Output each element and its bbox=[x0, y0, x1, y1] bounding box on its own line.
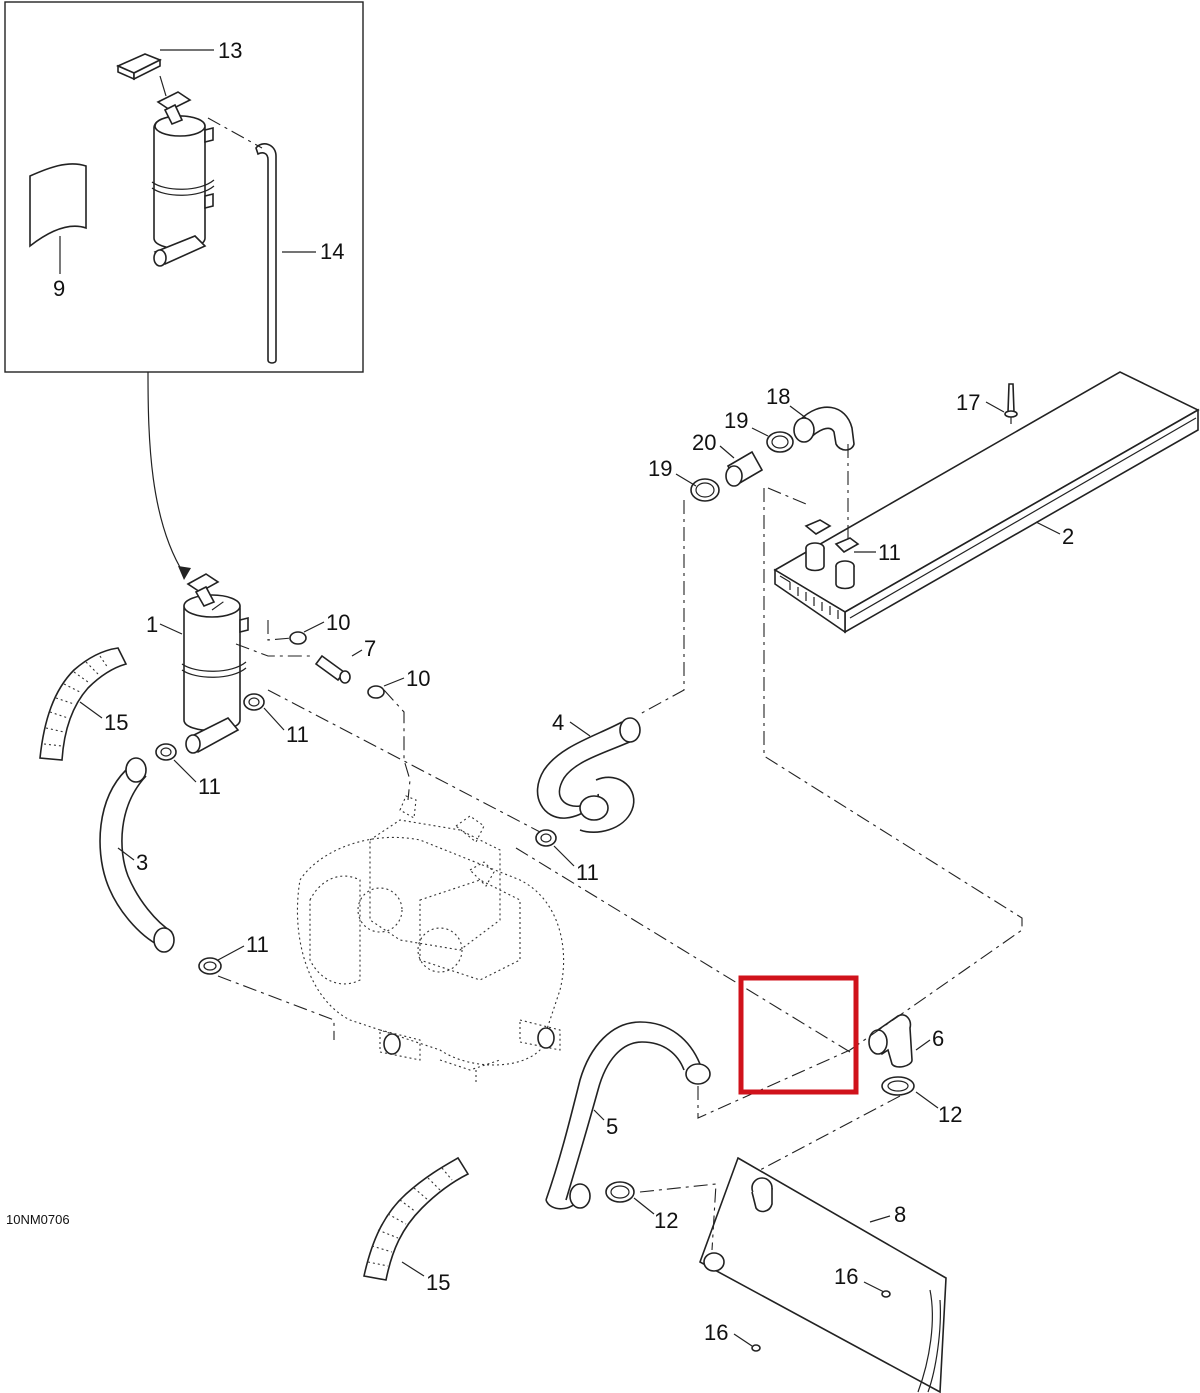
callout-10-upper: 10 bbox=[326, 610, 350, 635]
callout-11-e: 11 bbox=[878, 540, 901, 565]
callout-9: 9 bbox=[53, 276, 65, 301]
elbow-fitting-6-part bbox=[868, 1014, 913, 1068]
callout-3: 3 bbox=[136, 850, 148, 875]
drawing-reference-code: 10NM0706 bbox=[6, 1212, 70, 1227]
callout-5: 5 bbox=[606, 1114, 618, 1139]
callout-4: 4 bbox=[552, 710, 564, 735]
small-hose-7-part bbox=[314, 654, 351, 684]
rear-heat-exchanger-part bbox=[699, 1156, 947, 1393]
coupler-tube-part bbox=[725, 450, 764, 487]
hose-clamp-12-lower bbox=[605, 1181, 635, 1203]
hose-clamp-19-upper bbox=[766, 431, 794, 453]
heat-exchanger-part bbox=[773, 371, 1200, 634]
hose-clamp-11-d bbox=[535, 829, 557, 847]
callout-labels: 13 9 14 18 17 19 20 19 2 11 1 10 7 10 15… bbox=[6, 38, 1074, 1345]
callout-19-upper: 19 bbox=[724, 408, 748, 433]
callout-17: 17 bbox=[956, 390, 980, 415]
callout-11-c: 11 bbox=[246, 932, 269, 957]
reservoir-detail-inset bbox=[4, 1, 364, 373]
overflow-hose-part bbox=[255, 143, 277, 364]
hose-clamp-19-lower bbox=[690, 478, 720, 502]
callout-6: 6 bbox=[932, 1026, 944, 1051]
decal-part bbox=[29, 163, 87, 248]
highlight-box bbox=[738, 975, 859, 1095]
hose-clamp-11-b bbox=[155, 743, 177, 761]
reservoir-cap-part bbox=[116, 53, 162, 81]
outlet-elbow-part bbox=[793, 406, 855, 451]
engine-block-part bbox=[296, 795, 565, 1084]
coolant-reservoir-part bbox=[181, 573, 249, 754]
routing-lines bbox=[211, 444, 1023, 1251]
corrugated-hose-15-upper bbox=[39, 647, 128, 761]
callout-20: 20 bbox=[692, 430, 716, 455]
coolant-hose-3-part bbox=[99, 757, 175, 953]
hose-clamp-11-a bbox=[243, 693, 265, 711]
callout-leaders bbox=[79, 401, 1061, 1347]
callout-12-right: 12 bbox=[938, 1102, 962, 1127]
callout-11-b: 11 bbox=[198, 774, 221, 799]
callout-16-upper: 16 bbox=[834, 1264, 858, 1289]
callout-11-d: 11 bbox=[576, 860, 599, 885]
corrugated-hose-15-lower bbox=[363, 1156, 470, 1281]
screw-part bbox=[1004, 383, 1018, 424]
callout-18: 18 bbox=[766, 384, 790, 409]
callout-1: 1 bbox=[146, 612, 158, 637]
hose-clamp-11-c bbox=[198, 957, 222, 975]
callout-14: 14 bbox=[320, 239, 344, 264]
callout-16-lower: 16 bbox=[704, 1320, 728, 1345]
inset-pointer-arrowhead bbox=[178, 566, 191, 580]
inset-reservoir-part bbox=[151, 91, 215, 267]
callout-11-a: 11 bbox=[286, 722, 309, 747]
hose-clamp-10-upper bbox=[289, 631, 307, 645]
callout-7: 7 bbox=[364, 636, 376, 661]
callout-15-lower: 15 bbox=[426, 1270, 450, 1295]
callout-8: 8 bbox=[894, 1202, 906, 1227]
callout-2: 2 bbox=[1062, 524, 1074, 549]
callout-10-lower: 10 bbox=[406, 666, 430, 691]
callout-13: 13 bbox=[218, 38, 242, 63]
hose-clamp-12-right bbox=[881, 1076, 915, 1096]
callout-12-lower: 12 bbox=[654, 1208, 678, 1233]
hose-clamp-10-lower bbox=[367, 685, 385, 699]
coolant-hose-5-part bbox=[545, 1021, 711, 1210]
callout-15-upper: 15 bbox=[104, 710, 128, 735]
inset-pointer-arrow bbox=[147, 371, 185, 575]
coolant-hose-4-part bbox=[536, 717, 641, 833]
callout-19-lower: 19 bbox=[648, 456, 672, 481]
